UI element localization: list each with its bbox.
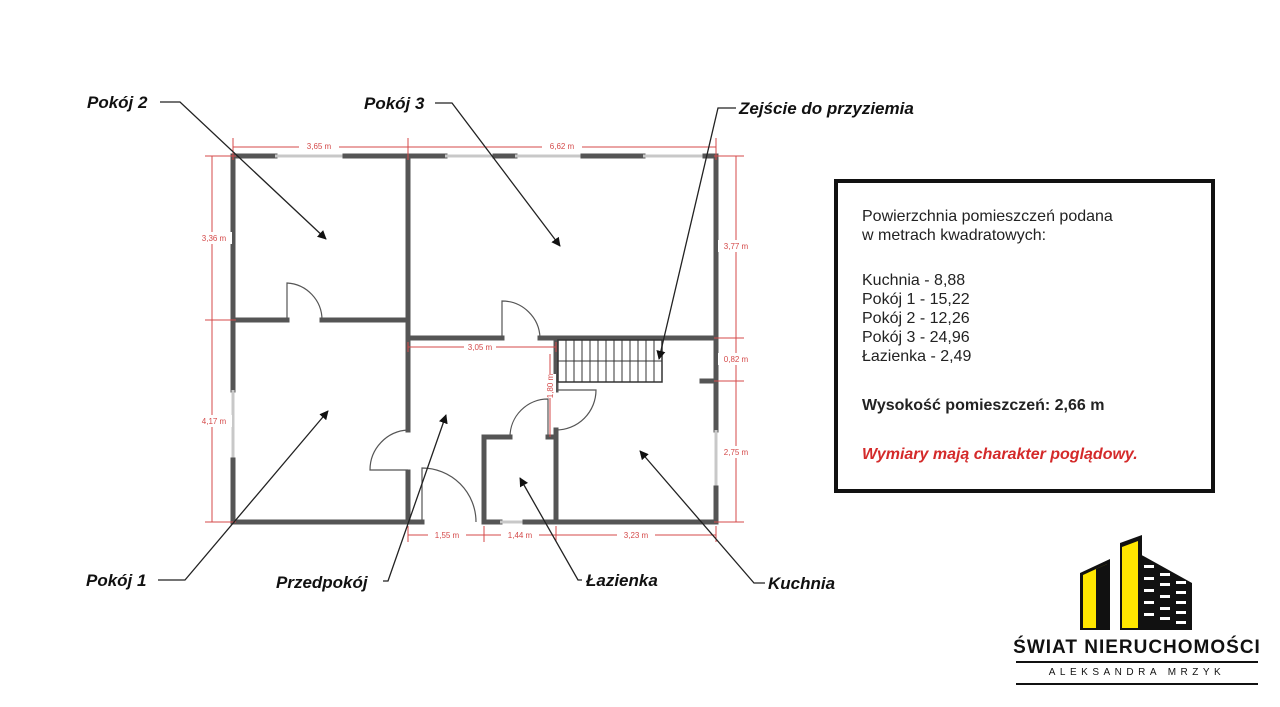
dim-bottom-2: 1,44 m [508,531,533,540]
company-logo [1080,535,1192,630]
brand-rule-top [1016,661,1258,663]
area-kuchnia: Kuchnia - 8,88 [862,272,966,289]
room-height: Wysokość pomieszczeń: 2,66 m [862,397,1105,414]
dim-top-right: 6,62 m [550,142,575,151]
dim-right-upper: 3,77 m [724,242,749,251]
walls [230,153,719,525]
info-line-2: w metrach kwadratowych: [862,227,1047,244]
dim-hall: 3,05 m [468,343,493,352]
dim-right-mid: 0,82 m [724,355,749,364]
dim-right-lower: 2,75 m [724,448,749,457]
brand-rule-bottom [1016,683,1258,685]
dim-bottom-1: 1,55 m [435,531,460,540]
label-lazienka: Łazienka [585,571,658,590]
dimension-labels: 3,65 m 6,62 m 3,36 m 4,17 m 3,77 m 0,82 … [196,140,754,541]
label-pokoj-1: Pokój 1 [86,571,146,590]
dim-bottom-3: 3,23 m [624,531,649,540]
label-przedpokoj: Przedpokój [276,573,369,592]
area-pokoj-3: Pokój 3 - 24,96 [862,329,970,346]
brand-name: ŚWIAT NIERUCHOMOŚCI [1013,637,1261,658]
area-info-box: Powierzchnia pomieszczeń podana w metrac… [834,179,1215,493]
dimensions-note: Wymiary mają charakter poglądowy. [862,446,1138,463]
leader-lines [158,101,765,584]
brand-subtitle: ALEKSANDRA MRZYK [1048,667,1226,678]
label-pokoj-2: Pokój 2 [87,93,148,112]
staircase [557,339,663,383]
label-pokoj-3: Pokój 3 [364,94,425,113]
info-line-1: Powierzchnia pomieszczeń podana [862,208,1113,225]
label-zejscie: Zejście do przyziemia [738,99,914,118]
area-lazienka: Łazienka - 2,49 [862,348,972,365]
dim-stairs: 1,80 m [546,373,555,398]
area-pokoj-1: Pokój 1 - 15,22 [862,291,970,308]
room-labels: Pokój 2 Pokój 3 Zejście do przyziemia Po… [86,93,914,593]
dim-left-lower: 4,17 m [202,417,227,426]
area-pokoj-2: Pokój 2 - 12,26 [862,310,970,327]
dim-top-left: 3,65 m [307,142,332,151]
label-kuchnia: Kuchnia [768,574,835,593]
dim-left-upper: 3,36 m [202,234,227,243]
